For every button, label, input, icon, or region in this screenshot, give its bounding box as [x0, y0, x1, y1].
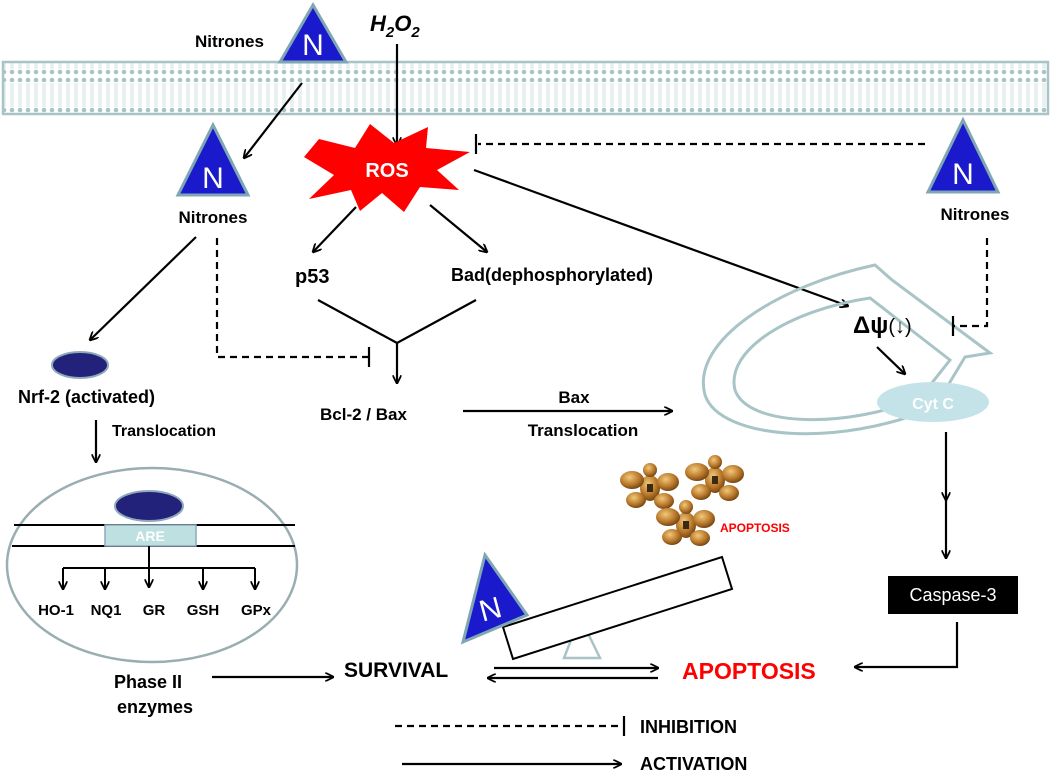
caspase3-box	[888, 576, 1018, 614]
nitrone-right-icon: N	[925, 116, 1001, 194]
membrane-potential-label: Δψ(↓)	[853, 312, 912, 339]
nitrone-top-icon: N	[277, 2, 349, 64]
survival-label: SURVIVAL	[344, 659, 448, 682]
mitochondrion: Cyt C	[701, 263, 994, 436]
cytc-ellipse	[877, 382, 989, 422]
nitrones-label-left: Nitrones	[179, 208, 248, 227]
phase2-label: Phase II	[114, 672, 182, 692]
bax-label: Bax	[558, 388, 590, 407]
p53-bad-convergence	[317, 299, 477, 345]
ros-starburst: ROS	[304, 124, 470, 212]
nitrone-left-icon: N	[175, 121, 251, 197]
are-element	[104, 524, 197, 547]
apoptosis-molecules-image	[620, 455, 744, 546]
cell-membrane	[1, 60, 1050, 116]
nitrones-label-right: Nitrones	[941, 205, 1010, 224]
apoptosis-small-label: APOPTOSIS	[720, 521, 790, 535]
nitrone-entry-arrow	[244, 82, 303, 158]
ros-to-p53-arrow	[313, 206, 357, 252]
svg-text:N: N	[952, 158, 974, 191]
nrf2-bound-molecule	[114, 490, 184, 522]
ros-to-membrane-potential-arrow	[473, 168, 848, 306]
bax-translocation-label: Translocation	[528, 421, 639, 440]
p53-label: p53	[295, 266, 329, 288]
apoptosis-label: APOPTOSIS	[682, 658, 816, 684]
nitrone-inhibits-mitochondria	[954, 238, 989, 328]
enzyme-nq1: NQ1	[91, 602, 122, 619]
ros-to-bad-arrow	[429, 204, 487, 252]
nitrone-to-nrf2-arrow	[90, 236, 197, 340]
h2o2-label: H2O2	[370, 11, 420, 41]
nrf2-translocation-label: Translocation	[112, 423, 216, 440]
enzyme-ho1: HO-1	[38, 602, 74, 619]
caspase-to-apoptosis-arrow	[855, 622, 959, 667]
phase2-enzymes-label: enzymes	[117, 697, 193, 717]
enzyme-gr: GR	[143, 602, 166, 619]
svg-text:Cyt C: Cyt C	[912, 396, 954, 413]
balance-seesaw: N	[460, 551, 734, 661]
svg-text:ARE: ARE	[135, 528, 165, 544]
enzyme-gpx: GPx	[241, 602, 272, 619]
legend-activation-label: ACTIVATION	[640, 754, 747, 772]
nitrone-seesaw-icon	[460, 551, 530, 645]
svg-text:ROS: ROS	[365, 160, 408, 182]
legend-inhibition-label: INHIBITION	[640, 717, 737, 737]
nitrones-label-top: Nitrones	[195, 32, 264, 51]
nitrone-inhibits-bcl2	[215, 238, 368, 359]
bcl2-bax-label: Bcl-2 / Bax	[320, 405, 407, 424]
nrf2-label: Nrf-2 (activated)	[18, 387, 155, 407]
bad-label: Bad(dephosphorylated)	[451, 265, 653, 285]
enzyme-gsh: GSH	[187, 602, 220, 619]
legend: INHIBITION ACTIVATION	[395, 716, 747, 772]
nucleus: ARE HO-1 NQ1 GR GSH GPx	[5, 466, 299, 664]
caspase3-label: Caspase-3	[909, 585, 996, 605]
svg-text:N: N	[202, 162, 224, 195]
svg-text:N: N	[302, 29, 324, 62]
nrf2-molecule	[51, 351, 109, 379]
potential-to-cytc-arrow	[876, 346, 905, 374]
